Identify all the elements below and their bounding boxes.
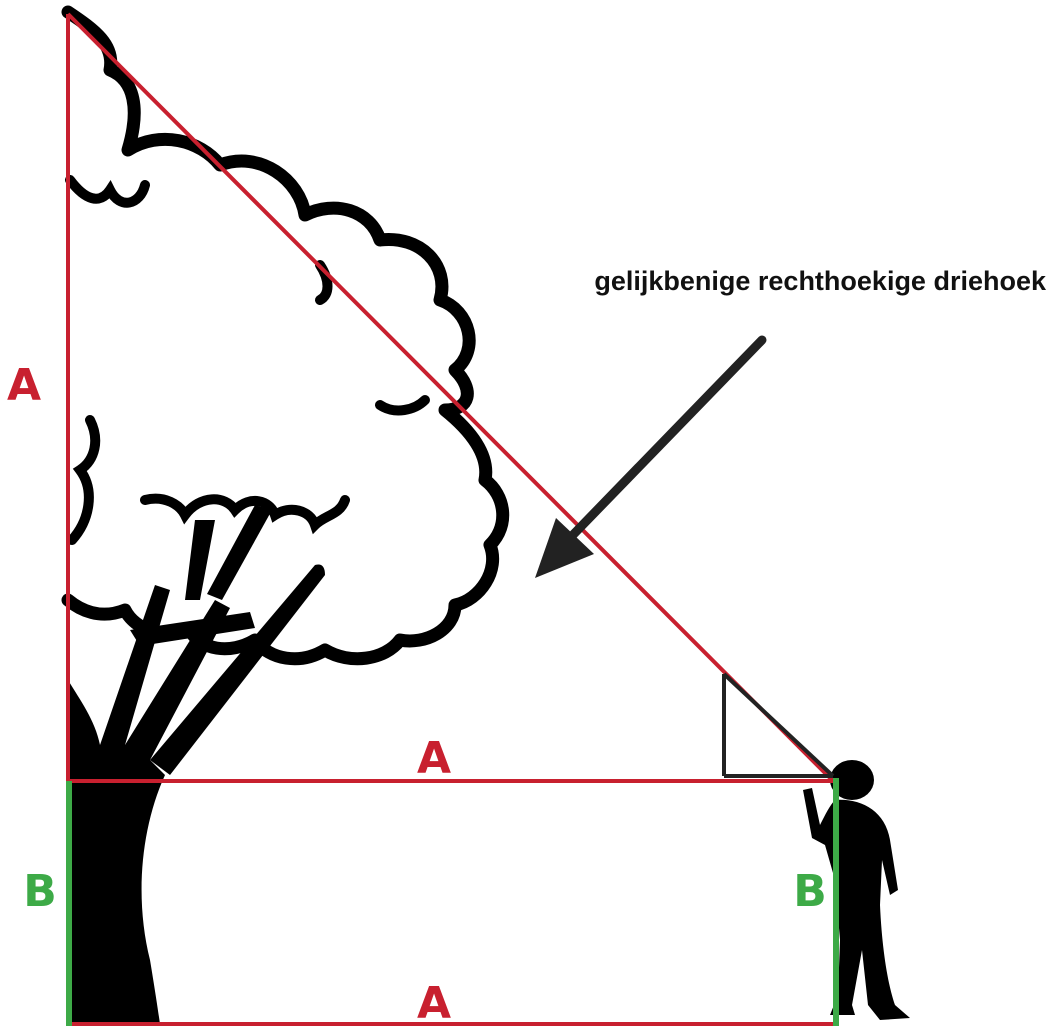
isosceles-triangle bbox=[66, 12, 835, 1026]
tree-branch bbox=[150, 564, 325, 775]
tree-crown-detail bbox=[140, 493, 350, 535]
tree-crown-detail bbox=[375, 395, 430, 416]
tree-icon bbox=[61, 5, 510, 1024]
tree-branch bbox=[207, 505, 272, 600]
right-angle-icon bbox=[722, 672, 835, 778]
person-body bbox=[803, 788, 910, 1020]
arrow-icon bbox=[535, 335, 767, 578]
label-a-vertical: A bbox=[7, 360, 41, 411]
tree-crown-detail bbox=[65, 175, 150, 208]
person-head bbox=[830, 760, 874, 800]
tree-crown bbox=[61, 5, 510, 666]
hypotenuse-line bbox=[66, 12, 835, 783]
label-b-left: B bbox=[23, 866, 57, 917]
label-b-right: B bbox=[793, 866, 827, 917]
eye-height-lines bbox=[66, 778, 839, 1026]
person-icon bbox=[803, 760, 910, 1020]
caption-text: gelijkbenige rechthoekige driehoek bbox=[594, 266, 1047, 296]
tree-crown-detail bbox=[67, 415, 101, 545]
tree-trunk bbox=[68, 585, 230, 1024]
label-a-horizontal-bottom: A bbox=[417, 978, 451, 1028]
label-a-horizontal-top: A bbox=[417, 733, 451, 784]
tree-branch bbox=[185, 520, 215, 600]
